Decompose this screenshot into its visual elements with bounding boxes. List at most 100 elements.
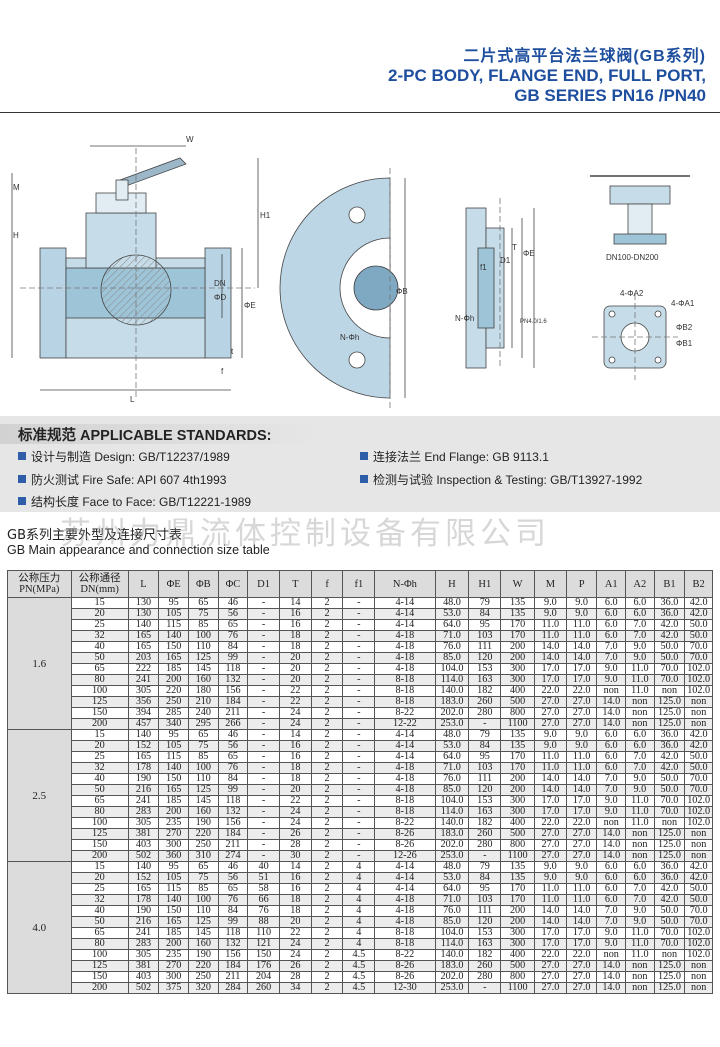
table-cell: 9.0 — [596, 795, 627, 807]
table-cell: 46 — [217, 861, 249, 873]
table-cell: 125 — [187, 652, 219, 664]
table-cell: 100 — [187, 630, 219, 642]
table-cell: - — [342, 817, 376, 829]
table-cell: 64.0 — [434, 619, 470, 631]
table-cell: non — [625, 982, 655, 994]
table-cell: 2 — [310, 927, 344, 939]
table-cell: 2 — [310, 795, 344, 807]
pressure-cell: 4.0 — [7, 861, 72, 994]
table-cell: 70.0 — [653, 674, 686, 686]
table-cell: non — [596, 949, 627, 961]
table-cell: 42.0 — [653, 894, 686, 906]
table-cell: 9.0 — [625, 905, 655, 917]
table-cell: 6.0 — [596, 861, 627, 873]
table-cell: 46 — [217, 597, 249, 609]
table-cell: non — [625, 850, 655, 862]
table-cell: 6.0 — [596, 608, 627, 620]
table-cell: non — [684, 828, 713, 840]
table-cell: 140 — [158, 762, 189, 774]
table-cell: 130 — [127, 597, 160, 609]
flange-face-drawing — [279, 168, 406, 408]
title-en-line-1: 2-PC BODY, FLANGE END, FULL PORT, — [388, 66, 706, 85]
table-cell: 2 — [310, 762, 344, 774]
table-cell: 22.0 — [534, 817, 567, 829]
table-cell: 4 — [342, 905, 376, 917]
table-cell: 20 — [278, 674, 312, 686]
table-cell: 11.0 — [565, 630, 598, 642]
table-cell: 100 — [187, 894, 219, 906]
table-cell: 170 — [500, 894, 536, 906]
table-cell: 22 — [278, 685, 312, 697]
table-cell: 178 — [127, 762, 160, 774]
table-cell: 190 — [127, 905, 160, 917]
table-cell: 20 — [278, 916, 312, 928]
table-cell: 300 — [500, 674, 536, 686]
table-cell: 176 — [247, 960, 280, 972]
table-cell: 9.0 — [534, 861, 567, 873]
table-cell: 50.0 — [684, 619, 713, 631]
table-cell: 51 — [247, 872, 280, 884]
table-cell: 300 — [500, 663, 536, 675]
table-cell: 42.0 — [684, 740, 713, 752]
table-cell: 22.0 — [565, 949, 598, 961]
header-col: D1 — [247, 570, 280, 598]
table-cell: - — [342, 762, 376, 774]
table-cell: 84 — [468, 872, 502, 884]
dim-b1: ΦB1 — [676, 339, 693, 348]
dim-h1: H1 — [260, 211, 271, 220]
table-cell: 135 — [500, 597, 536, 609]
table-cell: 2 — [310, 696, 344, 708]
table-cell: 125.0 — [653, 839, 686, 851]
table-cell: 111 — [468, 905, 502, 917]
table-cell: 360 — [158, 850, 189, 862]
table-cell: 50.0 — [684, 751, 713, 763]
table-cell: 150 — [158, 905, 189, 917]
table-cell: 202.0 — [434, 971, 470, 983]
dn-cell: 200 — [70, 850, 129, 862]
dn-cell: 80 — [70, 674, 129, 686]
table-cell: 152 — [127, 872, 160, 884]
table-cell: 260 — [468, 828, 502, 840]
table-cell: 11.0 — [534, 883, 567, 895]
table-title-en: GB Main appearance and connection size t… — [7, 543, 270, 557]
table-cell: 95 — [468, 883, 502, 895]
table-cell: 27.0 — [534, 850, 567, 862]
table-cell: 105 — [158, 608, 189, 620]
table-cell: 2 — [310, 773, 344, 785]
table-cell: 12-22 — [374, 718, 436, 730]
table-cell: 2 — [310, 674, 344, 686]
table-cell: non — [653, 685, 686, 697]
table-cell: 150 — [158, 773, 189, 785]
table-cell: 132 — [217, 674, 249, 686]
table-cell: 36.0 — [653, 729, 686, 741]
table-cell: 266 — [217, 718, 249, 730]
table-cell: 200 — [500, 784, 536, 796]
table-cell: non — [684, 960, 713, 972]
table-cell: 7.0 — [596, 773, 627, 785]
table-cell: 24 — [278, 949, 312, 961]
table-cell: 27.0 — [534, 960, 567, 972]
table-cell: 95 — [468, 619, 502, 631]
table-cell: 4-14 — [374, 861, 436, 873]
table-cell: 253.0 — [434, 718, 470, 730]
table-cell: 274 — [217, 850, 249, 862]
table-cell: 7.0 — [625, 619, 655, 631]
table-cell: 185 — [158, 927, 189, 939]
table-cell: 102.0 — [684, 817, 713, 829]
table-cell: 260 — [468, 696, 502, 708]
table-cell: 11.0 — [625, 938, 655, 950]
table-cell: 4 — [342, 938, 376, 950]
table-cell: 102.0 — [684, 663, 713, 675]
table-cell: 8-22 — [374, 817, 436, 829]
table-cell: 111 — [468, 773, 502, 785]
table-cell: 4-14 — [374, 608, 436, 620]
table-cell: 14.0 — [596, 960, 627, 972]
table-cell: 58 — [247, 883, 280, 895]
